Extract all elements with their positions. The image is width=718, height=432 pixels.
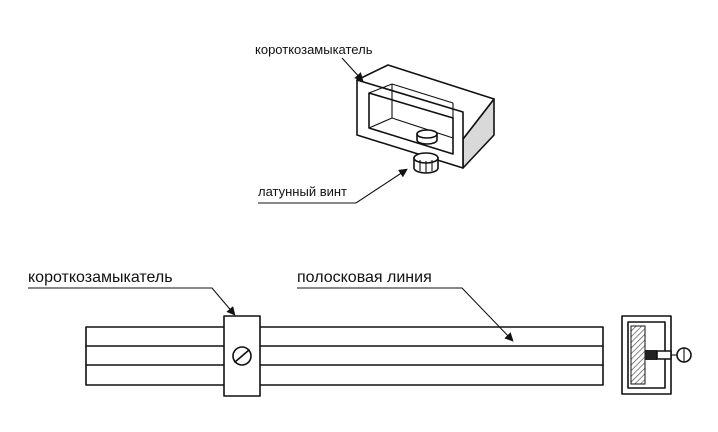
short-circuit-3d-view [356,64,495,169]
brass-screw [413,152,439,174]
label-short-circuit-top: короткозамыкатель [255,42,373,57]
leader-stripline [297,287,514,342]
stripline-side-view [85,315,604,397]
leader-short-circuit-bottom [28,287,236,316]
label-short-circuit-bottom: короткозамыкатель [28,269,173,286]
leader-short-circuit-top [341,57,364,82]
label-brass-screw: латунный винт [258,184,347,199]
stripline-cross-section [621,315,692,395]
leader-brass-screw [258,168,408,204]
label-stripline: полосковая линия [297,269,432,286]
